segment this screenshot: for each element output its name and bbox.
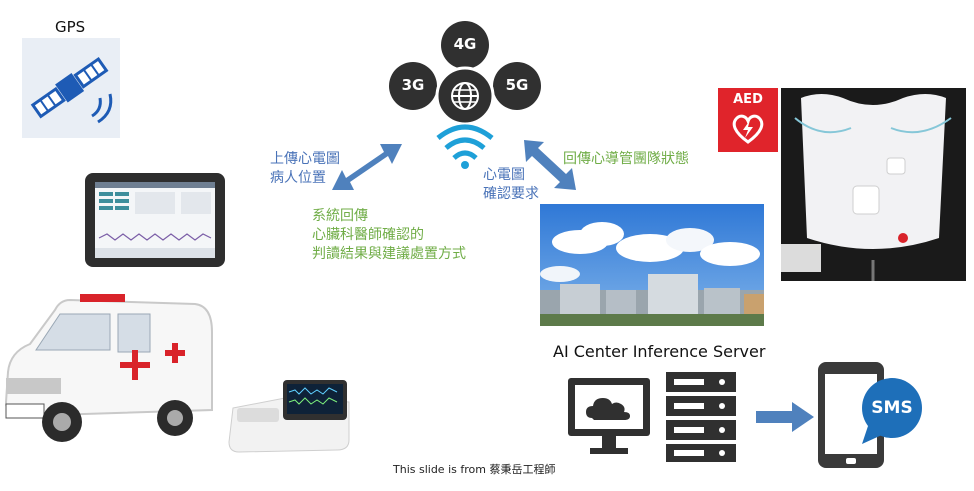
gps-satellite-image xyxy=(22,38,120,138)
arrow-upload xyxy=(332,144,402,190)
server-rack-icon xyxy=(664,370,738,464)
sms-bubble-icon: SMS xyxy=(852,378,932,446)
gps-label: GPS xyxy=(55,18,86,36)
ecg-confirm-line-2: 確認要求 xyxy=(483,186,539,202)
sms-label: SMS xyxy=(871,398,913,418)
wearable-ecg-vest xyxy=(781,88,966,281)
server-label: AI Center Inference Server xyxy=(553,342,766,361)
badge-4g: 4G xyxy=(453,35,477,53)
monitoring-tablet xyxy=(85,173,225,267)
hospital-photo xyxy=(540,204,764,326)
arrow-server xyxy=(524,140,576,190)
cloud-monitor-icon xyxy=(566,374,652,460)
ambulance-image xyxy=(0,292,215,454)
ecg-recorder-device xyxy=(225,378,353,456)
system-return-line-2: 心臟科醫師確認的 xyxy=(312,227,424,243)
system-return-annotation: 系統回傳 心臟科醫師確認的 判讀結果與建議處置方式 xyxy=(312,207,466,264)
arrow-to-sms xyxy=(756,402,814,432)
badge-5g: 5G xyxy=(505,76,529,94)
system-return-line-3: 判讀結果與建議處置方式 xyxy=(312,246,466,262)
network-hub: 4G 3G 5G xyxy=(386,20,544,170)
upload-annotation: 上傳心電圖 病人位置 xyxy=(270,150,340,188)
team-status-annotation: 回傳心導管團隊狀態 xyxy=(563,151,689,167)
aed-sign: AED xyxy=(718,88,778,152)
tablet-screen xyxy=(95,182,215,258)
ecg-confirm-annotation: 心電圖 確認要求 xyxy=(483,166,539,204)
upload-line-2: 病人位置 xyxy=(270,170,326,186)
upload-line-1: 上傳心電圖 xyxy=(270,151,340,167)
badge-3g: 3G xyxy=(401,76,425,94)
system-return-line-1: 系統回傳 xyxy=(312,208,368,224)
slide-credit: This slide is from 蔡秉岳工程師 xyxy=(393,463,556,476)
aed-label: AED xyxy=(733,92,763,107)
ecg-confirm-line-1: 心電圖 xyxy=(483,167,525,183)
